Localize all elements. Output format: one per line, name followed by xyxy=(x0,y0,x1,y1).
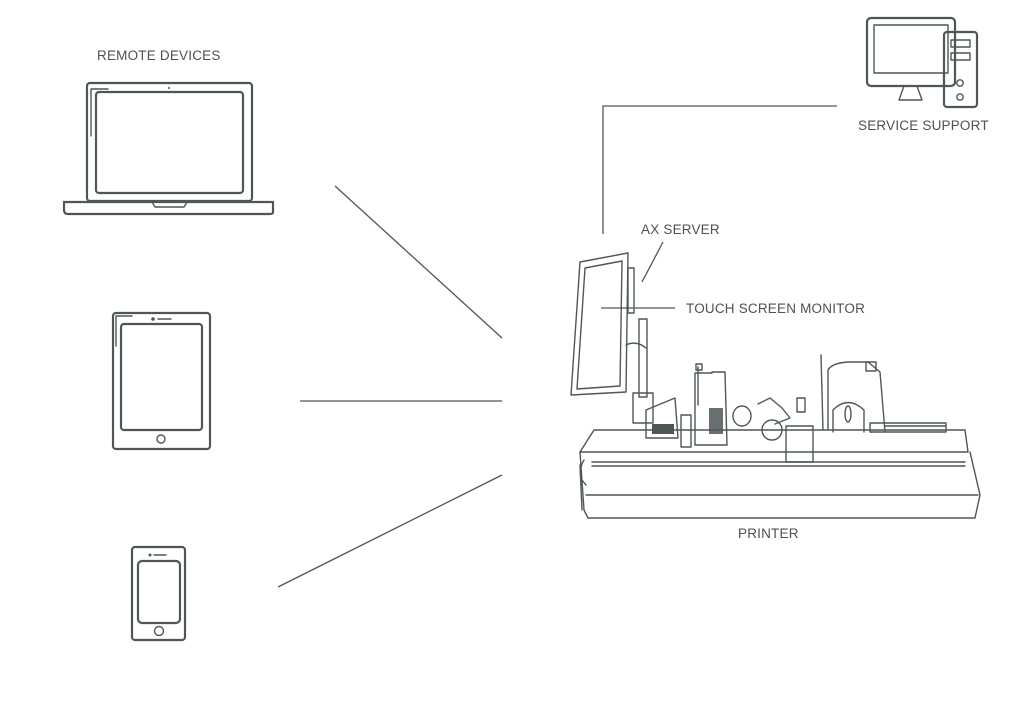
desktop-computer-icon xyxy=(865,16,979,109)
ax-server-pointer xyxy=(641,241,664,283)
label-remote-devices: REMOTE DEVICES xyxy=(97,48,221,63)
smartphone-icon xyxy=(130,545,187,642)
label-printer: PRINTER xyxy=(738,526,799,541)
label-service-support: SERVICE SUPPORT xyxy=(858,118,989,133)
printer-machine-icon xyxy=(570,252,981,519)
connection-service-printer xyxy=(602,105,837,234)
connection-smartphone-printer xyxy=(277,474,503,588)
tablet-icon xyxy=(111,311,212,451)
connection-laptop-printer xyxy=(334,185,503,339)
label-ax-server: AX SERVER xyxy=(641,222,720,237)
label-touch-screen-monitor: TOUCH SCREEN MONITOR xyxy=(686,301,866,316)
laptop-icon xyxy=(62,81,275,216)
